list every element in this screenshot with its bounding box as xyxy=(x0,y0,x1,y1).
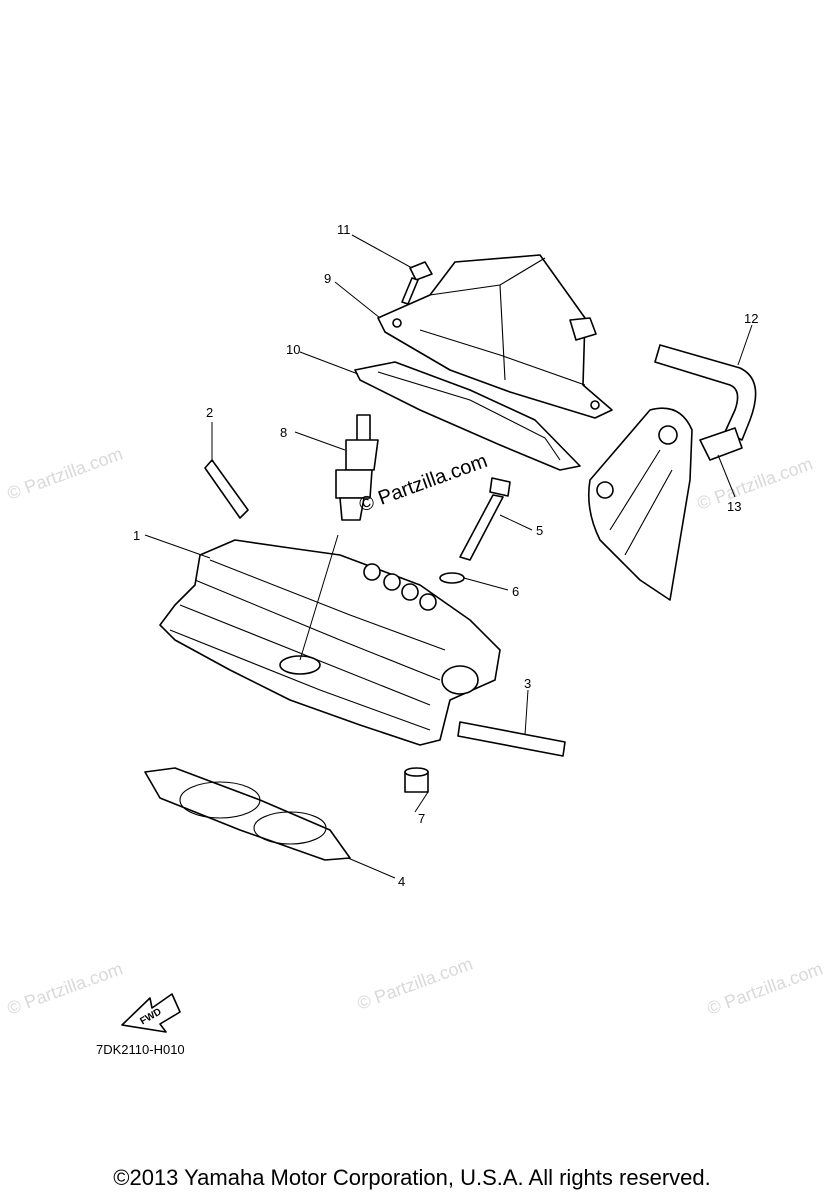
long-stud-part xyxy=(457,721,566,757)
watermark: © Partzilla.com xyxy=(355,953,476,1013)
callout-8: 8 xyxy=(280,425,287,440)
cover-gasket-part xyxy=(354,361,581,471)
watermark: © Partzilla.com xyxy=(695,453,816,513)
cylinder-head-part xyxy=(159,539,501,746)
callout-13: 13 xyxy=(727,499,741,514)
head-cover-part xyxy=(377,254,613,419)
callout-11: 11 xyxy=(337,222,351,237)
callout-2: 2 xyxy=(206,405,213,420)
callout-9: 9 xyxy=(324,271,331,286)
spark-plug-part xyxy=(335,414,379,521)
callout-3: 3 xyxy=(524,676,531,691)
callout-12: 12 xyxy=(744,311,758,326)
fwd-arrow-icon: FWD xyxy=(121,993,181,1033)
center-watermark: © Partzilla.com xyxy=(356,450,490,517)
watermark: © Partzilla.com xyxy=(5,958,126,1018)
flange-bolt-part xyxy=(459,477,511,561)
leader-lines xyxy=(144,234,753,879)
callout-4: 4 xyxy=(398,874,405,889)
callout-1: 1 xyxy=(133,528,140,543)
callout-6: 6 xyxy=(512,584,519,599)
callout-10: 10 xyxy=(286,342,300,357)
callout-7: 7 xyxy=(418,811,425,826)
head-gasket-part xyxy=(144,767,351,861)
washer-part xyxy=(439,572,465,584)
callout-5: 5 xyxy=(536,523,543,538)
copyright-notice: ©2013 Yamaha Motor Corporation, U.S.A. A… xyxy=(113,1165,711,1190)
watermark: © Partzilla.com xyxy=(5,443,126,503)
diagram-code: 7DK2110-H010 xyxy=(96,1042,185,1057)
stud-bolt-part xyxy=(204,459,249,519)
bolt-part xyxy=(401,261,433,305)
watermark: © Partzilla.com xyxy=(705,958,824,1018)
dowel-pin-part xyxy=(404,767,429,793)
hose-joint-part xyxy=(587,407,743,601)
